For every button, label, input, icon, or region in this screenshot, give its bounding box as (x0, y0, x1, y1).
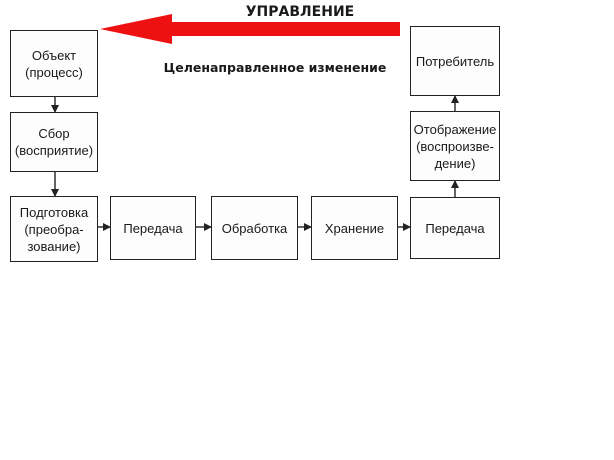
box-consumer: Потребитель (410, 26, 500, 96)
box-storage: Хранение (311, 196, 398, 260)
box-display: Отображение (воспроизве- дение) (410, 111, 500, 181)
box-collection: Сбор (восприятие) (10, 112, 98, 172)
box-transmission-2: Передача (410, 197, 500, 259)
goal-label: Целенаправленное изменение (163, 60, 387, 75)
control-label: УПРАВЛЕНИЕ (245, 4, 355, 20)
control-arrow (100, 14, 400, 44)
box-object: Объект (процесс) (10, 30, 98, 97)
box-transmission-1: Передача (110, 196, 196, 260)
box-preparation: Подготовка (преобра- зование) (10, 196, 98, 262)
box-processing: Обработка (211, 196, 298, 260)
